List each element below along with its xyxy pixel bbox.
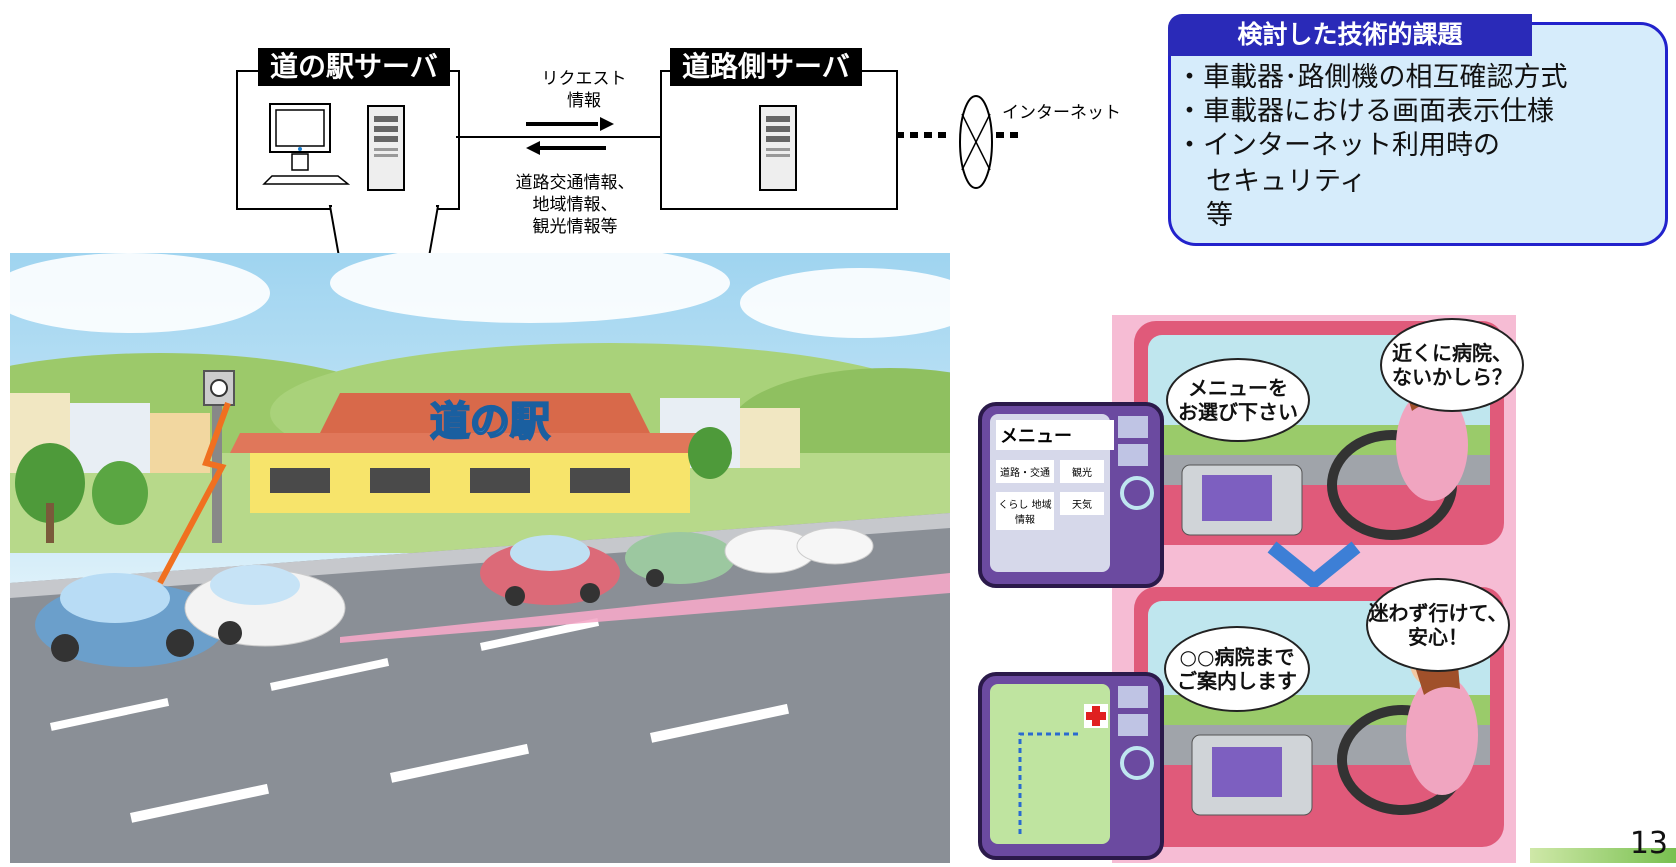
car-green (625, 532, 735, 587)
left-arrow-button[interactable] (1118, 416, 1148, 438)
issues-title: 検討した技術的課題 (1168, 14, 1532, 56)
michinoeki-server-box (236, 70, 460, 210)
refresh-icon[interactable] (1120, 476, 1154, 510)
internet-icon (959, 95, 993, 189)
car-blue (35, 573, 225, 667)
menu-prompt-bubble: メニューを お選び下さい (1166, 358, 1310, 442)
station-sign: 道の駅 (429, 398, 551, 446)
page-number: 13 (1629, 826, 1668, 861)
car-white (184, 565, 346, 647)
refresh-icon[interactable] (1120, 746, 1154, 780)
issue-item: セキュリティ (1206, 166, 1367, 197)
menu-header: メニュー (996, 420, 1114, 450)
map-screen (978, 672, 1164, 860)
issue-item: ・車載器における画面表示仕様 (1176, 96, 1554, 127)
driver-relief-bubble: 迷わず行けて、 安心！ (1366, 578, 1510, 672)
car-white-2 (724, 527, 874, 574)
server-tower-icon (367, 105, 405, 191)
footer-band (1530, 848, 1676, 863)
issue-item: ・車載器･路側機の相互確認方式 (1176, 62, 1568, 93)
scene-illustration (10, 253, 950, 863)
issues-panel (1168, 22, 1668, 246)
car-red (480, 535, 620, 606)
guide-bubble: ○○病院まで ご案内します (1164, 626, 1310, 712)
menu-button-living[interactable]: くらし 地域情報 (996, 492, 1054, 530)
server-tower-icon (759, 105, 797, 191)
road-server-box (660, 70, 898, 210)
response-label: 道路交通情報、 地域情報、 観光情報等 (515, 173, 635, 237)
menu-button-tourism[interactable]: 観光 (1060, 460, 1104, 483)
menu-button-road[interactable]: 道路・交通 (996, 460, 1054, 483)
menu-button-weather[interactable]: 天気 (1060, 492, 1104, 515)
route-map (1018, 704, 1108, 834)
menu-screen: メニュー 道路・交通 観光 くらし 地域情報 天気 (978, 402, 1164, 588)
right-arrow-button[interactable] (1118, 714, 1148, 736)
road-server-title: 道路側サーバ (670, 48, 862, 86)
driver-question-bubble: 近くに病院、 ないかしら？ (1380, 318, 1524, 412)
monitor-icon (262, 103, 351, 185)
request-label: リクエスト 情報 (541, 69, 627, 111)
right-arrow-button[interactable] (1118, 444, 1148, 466)
left-arrow-button[interactable] (1118, 686, 1148, 708)
internet-label: インターネット (1002, 103, 1121, 123)
michinoeki-server-title: 道の駅サーバ (258, 48, 450, 86)
parking-scene: 道の駅 (10, 253, 950, 863)
issue-item: 等 (1206, 200, 1233, 231)
issue-item: ・インターネット利用時の (1176, 130, 1500, 161)
